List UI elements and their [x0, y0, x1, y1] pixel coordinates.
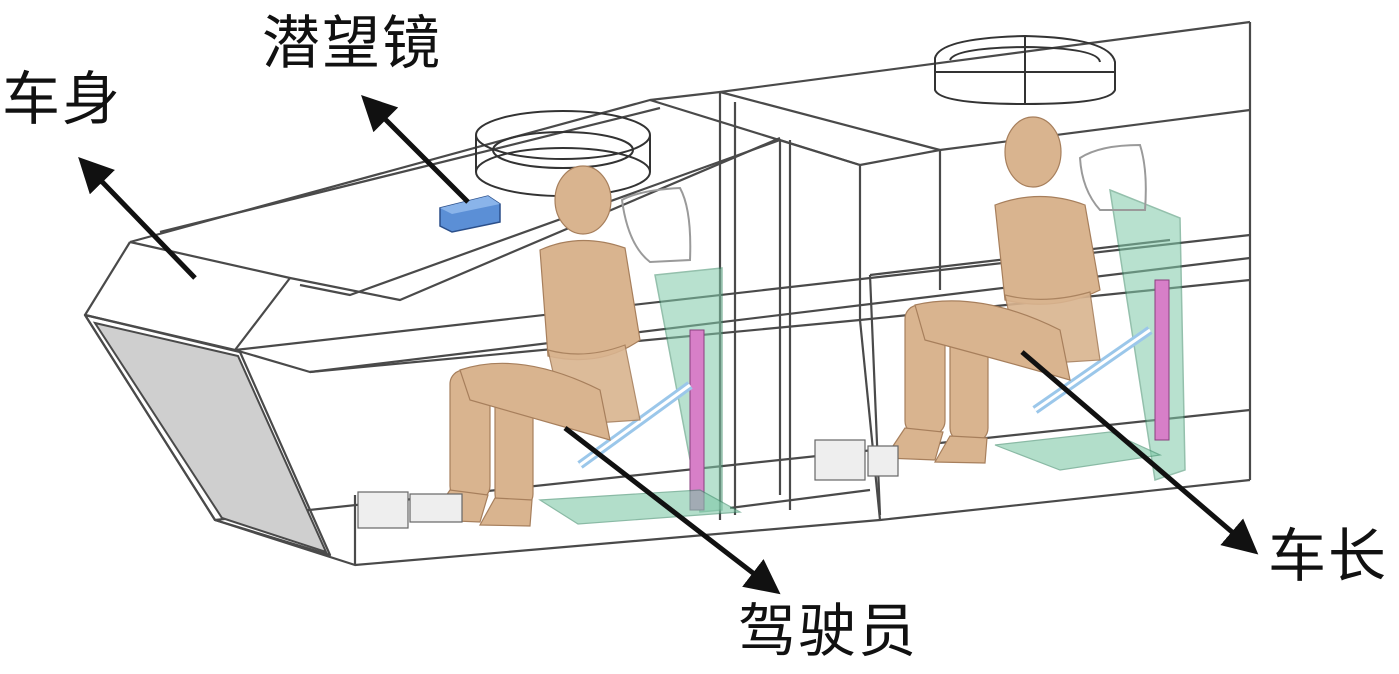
periscope-block-icon [439, 195, 501, 233]
label-vehicle-body: 车身 [2, 65, 123, 133]
leader-arrows [78, 95, 1259, 595]
arrow-periscope [361, 95, 470, 204]
front-panel [92, 321, 328, 554]
driver-seat [538, 186, 743, 525]
label-periscope: 潜望镜 [262, 9, 443, 77]
arrow-driver [563, 426, 781, 595]
commander-figure [883, 116, 1101, 464]
arrow-body [78, 156, 197, 280]
label-commander: 车长 [1268, 522, 1389, 590]
commander-seat [994, 143, 1186, 481]
label-driver: 驾驶员 [738, 597, 919, 665]
pedal-box-icon [814, 439, 899, 481]
arrow-commander [1020, 350, 1259, 555]
pedal-box-icon [357, 491, 463, 529]
driver-figure [428, 165, 641, 527]
hatch-ring-icon [934, 34, 1116, 106]
